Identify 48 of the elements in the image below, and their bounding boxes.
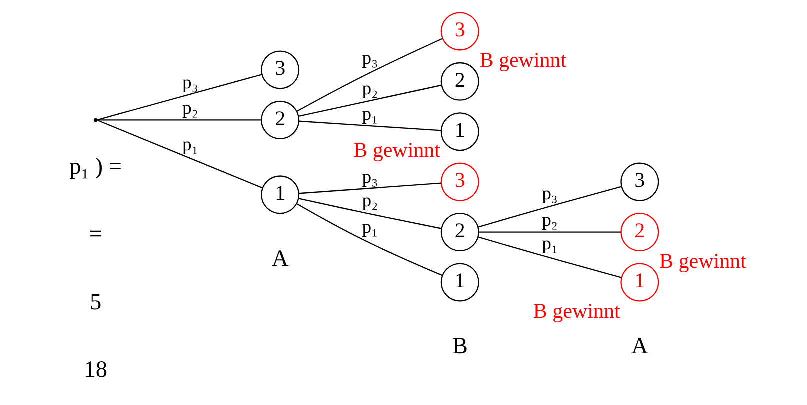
node-circle: 3 <box>440 162 480 202</box>
node-circle: 1 <box>620 263 660 302</box>
connector <box>298 84 442 117</box>
label: 18 <box>84 357 108 384</box>
connector <box>478 186 622 228</box>
edge-label: p₁ <box>362 104 378 125</box>
connector <box>96 120 264 189</box>
node-circle: 2 <box>440 213 480 252</box>
label: A <box>631 334 648 360</box>
connector <box>299 182 442 194</box>
node-circle: 2 <box>261 100 300 140</box>
connector <box>97 120 262 121</box>
label: p₁ ) = <box>70 154 122 180</box>
node-circle: 2 <box>620 213 660 252</box>
node-circle: 3 <box>440 12 480 51</box>
node-point <box>94 118 98 122</box>
node-label: B gewinnt <box>660 248 746 273</box>
edge-label: p₂ <box>182 98 198 120</box>
edge-label: p₂ <box>362 78 378 100</box>
connector <box>299 120 442 132</box>
node-label: B gewinnt <box>480 48 567 72</box>
node-circle: 1 <box>440 263 480 302</box>
node-circle: 2 <box>440 62 480 101</box>
node-label: B gewinnt <box>533 298 620 323</box>
connector <box>296 38 443 112</box>
edge-label: p₁ <box>362 217 378 238</box>
connector <box>478 232 622 233</box>
edge-label: p₃ <box>362 48 378 69</box>
label: = <box>89 222 102 248</box>
label: B <box>452 334 468 360</box>
edge-label: p₁ <box>542 234 558 255</box>
connector <box>97 74 262 121</box>
edge-label: p₁ <box>182 134 198 156</box>
connector <box>296 203 443 276</box>
edge-label: p₃ <box>542 183 558 204</box>
edge-label: p₃ <box>182 72 198 94</box>
connector <box>478 236 622 278</box>
node-label: B gewinnt <box>354 138 441 162</box>
edge-label: p₃ <box>362 167 378 188</box>
edge-label: p₂ <box>362 190 378 212</box>
label: A <box>272 246 289 272</box>
node-circle: 1 <box>261 176 300 214</box>
label: 5 <box>90 289 102 316</box>
connector <box>298 198 442 230</box>
node-circle: 1 <box>440 112 480 152</box>
edge-label: p₂ <box>542 210 558 232</box>
node-circle: 3 <box>620 162 660 202</box>
node-circle: 3 <box>261 50 300 90</box>
